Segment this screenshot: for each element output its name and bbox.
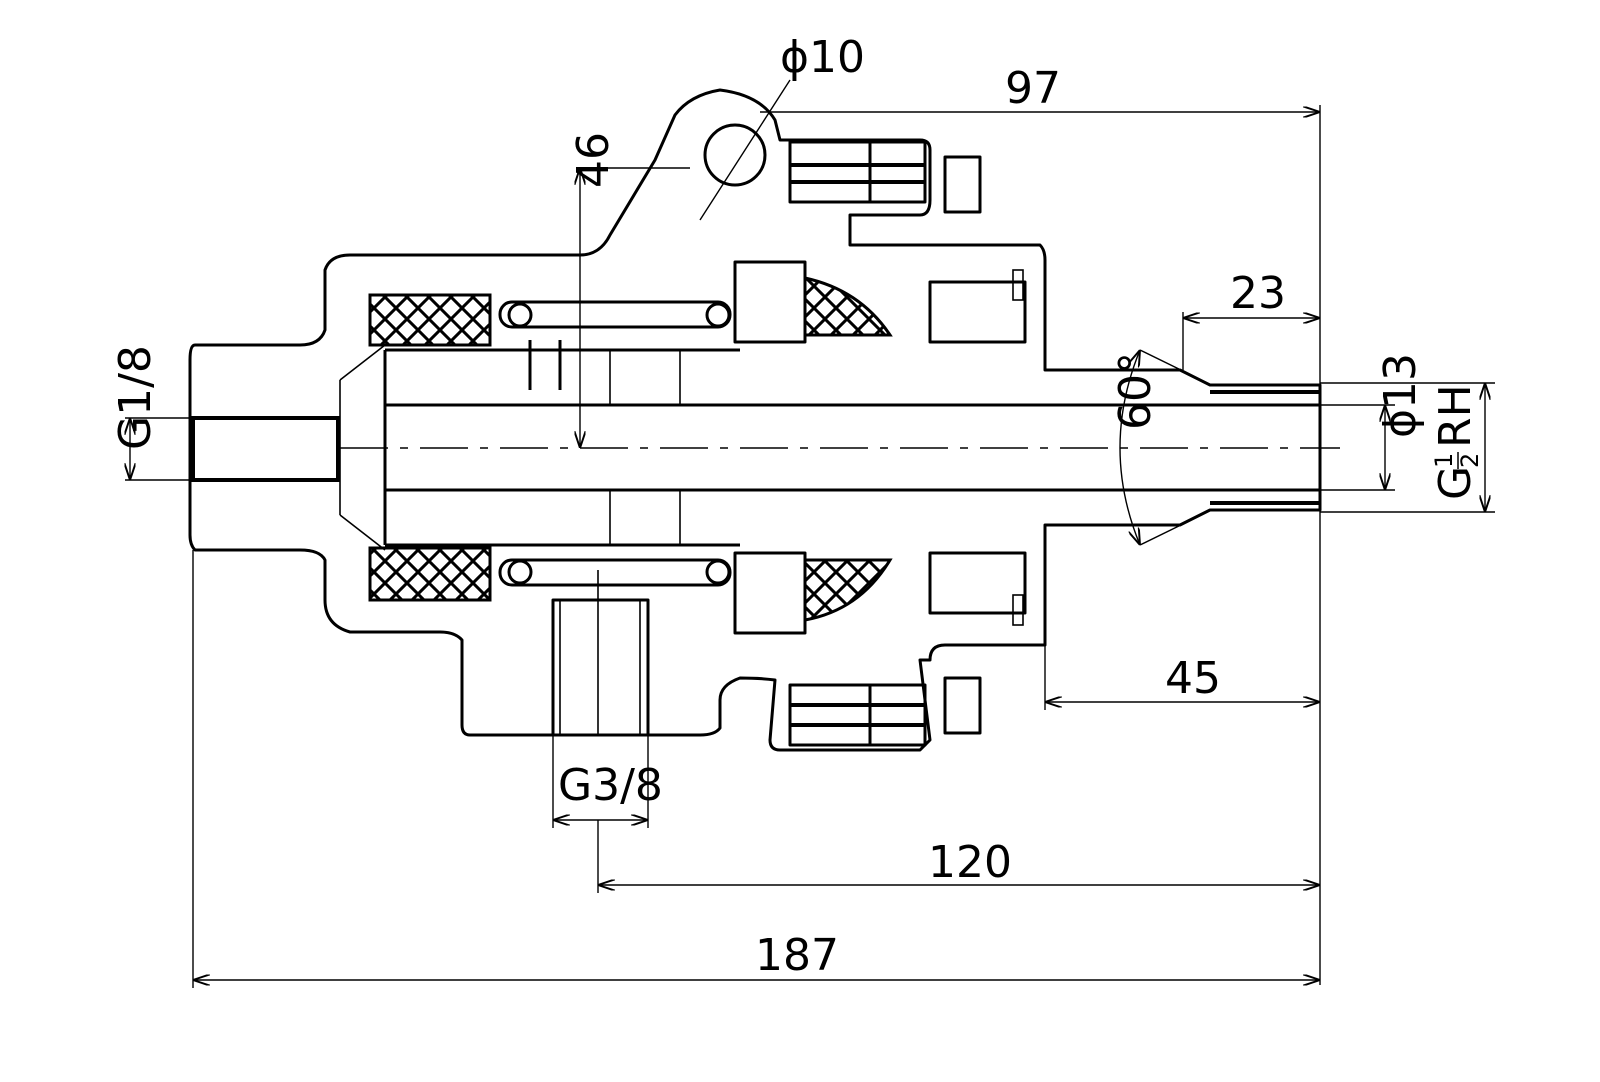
dim-bore-diameter: ϕ13 xyxy=(1375,353,1426,438)
dim-thread-right-num: 1 xyxy=(1430,453,1458,468)
dim-thread-left: G1/8 xyxy=(110,345,161,450)
left-port xyxy=(191,344,386,551)
dim-length-120: 120 xyxy=(928,837,1012,888)
dim-length-187: 187 xyxy=(755,930,839,981)
bolts xyxy=(788,140,982,747)
bearing-blocks xyxy=(928,269,1027,626)
dim-thread-right: G 1 2 RH xyxy=(1430,384,1484,500)
dim-length-45: 45 xyxy=(1165,653,1221,704)
dimension-lines xyxy=(125,105,1495,988)
dim-length-97: 97 xyxy=(1005,63,1061,114)
dim-thread-right-den: 2 xyxy=(1456,453,1484,468)
springs xyxy=(498,300,732,587)
pin-hole xyxy=(703,123,767,187)
dim-pin-diameter: ϕ10 xyxy=(780,32,865,83)
dim-thread-bottom: G3/8 xyxy=(558,760,663,811)
dim-angle: 60° xyxy=(1110,352,1161,430)
bottom-port xyxy=(551,570,650,737)
inner-shaft xyxy=(383,260,1320,635)
dim-thread-right-suffix: RH xyxy=(1430,384,1481,448)
dim-length-23: 23 xyxy=(1230,268,1286,319)
dim-thread-right-prefix: G xyxy=(1430,466,1481,500)
right-nozzle xyxy=(1210,390,1320,505)
pin-hole-leader xyxy=(699,79,791,221)
seal-packings xyxy=(368,276,893,622)
housing-outline xyxy=(188,88,1322,752)
dim-height-46: 46 xyxy=(568,132,619,188)
